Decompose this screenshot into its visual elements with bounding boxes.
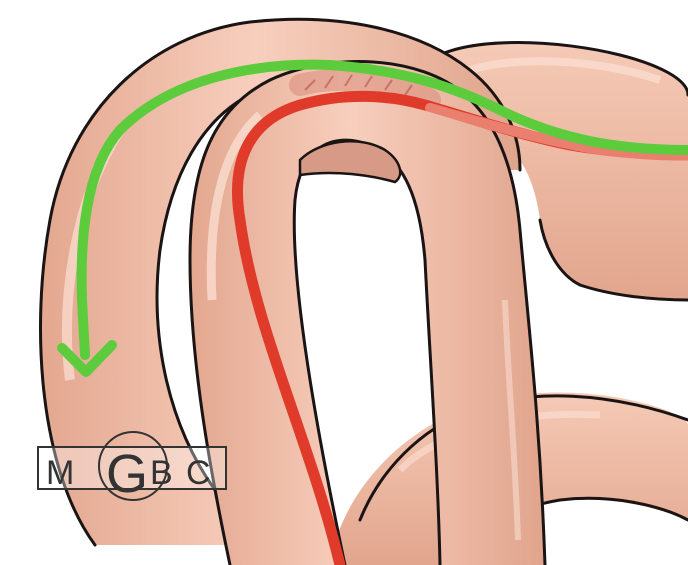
logo-letter-b: B: [150, 454, 173, 492]
logo-letter-c: C: [186, 454, 211, 492]
logo-letter-m: M: [46, 454, 74, 492]
logo-letter-g: G: [106, 444, 148, 504]
